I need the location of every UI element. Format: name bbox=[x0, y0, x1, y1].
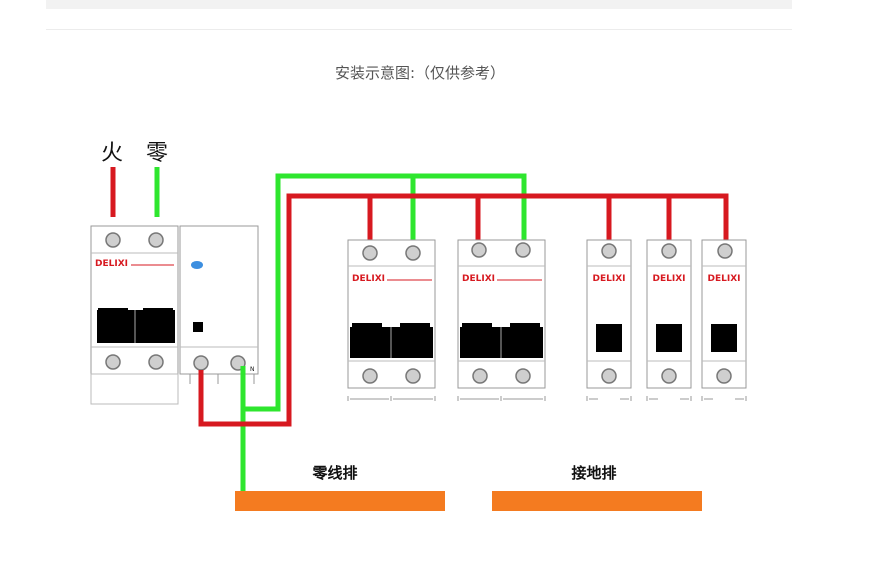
branch-breaker-terminal bbox=[405, 245, 421, 261]
branch-breaker-switch bbox=[656, 324, 682, 352]
branch-breaker-5: DELIXI bbox=[701, 239, 747, 401]
branch-breaker-brand: DELIXI bbox=[653, 274, 686, 284]
main-breaker-brand: DELIXI bbox=[95, 259, 128, 269]
branch-breaker-terminal bbox=[362, 245, 378, 261]
branch-breaker-switch bbox=[711, 324, 737, 352]
branch-breaker-brand: DELIXI bbox=[593, 274, 626, 284]
branch-breaker-brand: DELIXI bbox=[462, 274, 495, 284]
branch-breaker-terminal bbox=[362, 368, 378, 384]
ground-busbar bbox=[492, 491, 702, 511]
branch-breaker-terminal bbox=[661, 368, 677, 384]
rcd-terminal bbox=[193, 355, 209, 371]
main-breaker-terminal bbox=[148, 354, 164, 370]
rcd-n-mark: N bbox=[250, 366, 255, 373]
main-breaker: DELIXI bbox=[90, 225, 179, 405]
neutral-label: 零 bbox=[146, 141, 168, 166]
branch-breaker-terminal bbox=[472, 368, 488, 384]
branch-breaker-terminal bbox=[716, 368, 732, 384]
neutral-busbar bbox=[235, 491, 445, 511]
branch-breaker-brand: DELIXI bbox=[708, 274, 741, 284]
top-bar bbox=[46, 0, 792, 9]
header-divider bbox=[46, 29, 792, 30]
branch-breaker-terminal bbox=[515, 242, 531, 258]
branch-breaker-terminal bbox=[515, 368, 531, 384]
branch-breaker-terminal bbox=[601, 368, 617, 384]
branch-breaker-terminal bbox=[661, 243, 677, 259]
main-breaker-terminal bbox=[105, 232, 121, 248]
live-wiring bbox=[198, 193, 729, 427]
neutral-busbar-label: 零线排 bbox=[311, 464, 357, 482]
branch-breaker-terminal bbox=[717, 243, 733, 259]
branch-breaker-brand: DELIXI bbox=[352, 274, 385, 284]
main-breaker-terminal bbox=[105, 354, 121, 370]
rcd-indicator bbox=[193, 322, 203, 332]
branch-breaker-terminal bbox=[601, 243, 617, 259]
branch-breaker-terminal bbox=[405, 368, 421, 384]
ground-busbar-label: 接地排 bbox=[571, 464, 616, 482]
rcd-module: N bbox=[179, 225, 259, 384]
rcd-test-button bbox=[191, 261, 203, 269]
branch-breaker-3: DELIXI bbox=[586, 239, 632, 401]
branch-breaker-1: DELIXI bbox=[347, 239, 436, 401]
page-caption: 安装示意图:（仅供参考） bbox=[334, 64, 506, 82]
live-label: 火 bbox=[101, 141, 123, 166]
main-breaker-terminal bbox=[148, 232, 164, 248]
branch-breaker-switch bbox=[596, 324, 622, 352]
branch-breaker-2: DELIXI bbox=[457, 239, 546, 401]
branch-breaker-4: DELIXI bbox=[646, 239, 692, 401]
branch-breaker-terminal bbox=[471, 242, 487, 258]
